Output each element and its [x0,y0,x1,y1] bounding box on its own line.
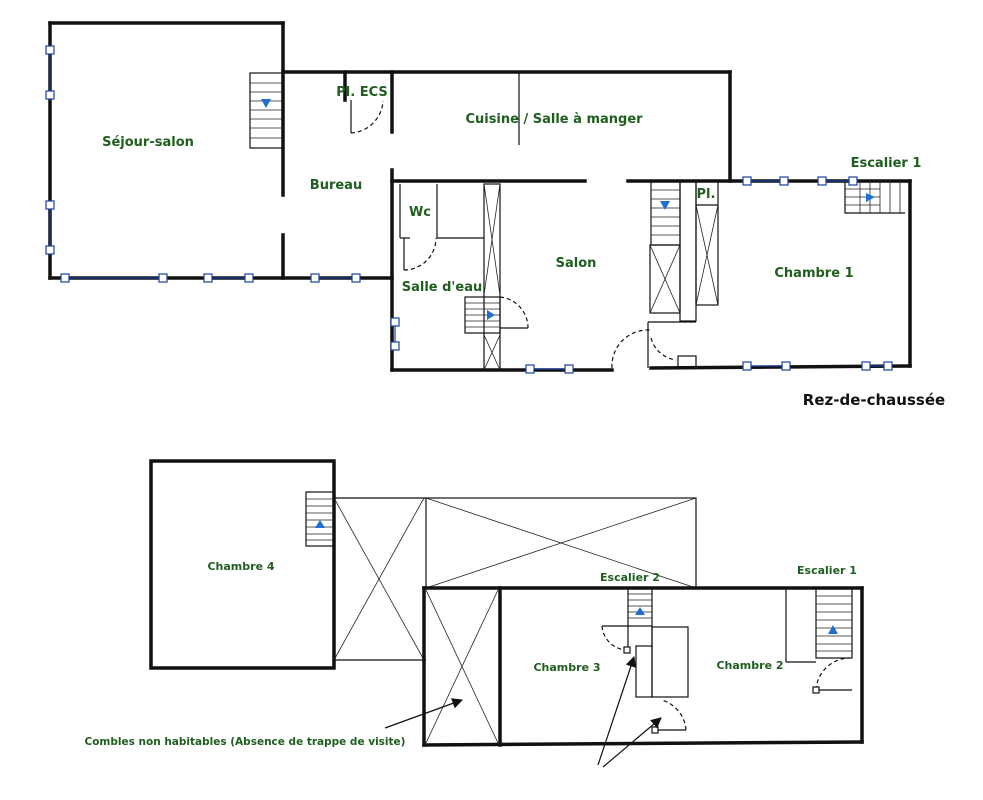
interior-partitions [399,180,719,371]
stair-salon [650,180,681,246]
windows-ground [45,45,893,374]
stair-salle-eau [464,296,501,334]
upper-walls [149,459,864,747]
stair-sejour [249,72,284,149]
room-label-bureau: Bureau [310,178,362,193]
room-label-salon: Salon [556,256,597,271]
ground-floor-plan: Séjour-salon Pl. ECS Cuisine / Salle à m… [45,21,945,409]
stair-escalier2-upper [627,587,653,627]
room-label-cuisine: Cuisine / Salle à manger [465,112,643,127]
room-label-escalier1-ground: Escalier 1 [851,156,922,171]
room-label-chambre3: Chambre 3 [533,661,600,674]
room-label-chambre2: Chambre 2 [716,659,783,672]
doors-upper [601,625,852,734]
doors-ground [350,100,677,369]
room-label-chambre4: Chambre 4 [207,560,274,573]
floor-title-ground: Rez-de-chaussée [803,391,945,409]
stair-chambre4 [305,491,335,547]
stair-escalier1-upper [815,587,853,659]
sejour-walls [48,21,394,280]
stair-escalier1-ground [844,181,905,214]
room-label-salle-eau: Salle d'eau [402,280,483,295]
annotation-arrows [384,655,662,768]
upper-floor-plan: Chambre 4 Escalier 2 Escalier 1 Chambre … [85,459,864,768]
room-label-pl-ecs: Pl. ECS [336,85,387,100]
room-label-escalier2: Escalier 2 [600,571,660,584]
room-label-pl: Pl. [697,187,716,202]
room-label-chambre1: Chambre 1 [774,266,853,281]
room-label-escalier1-upper: Escalier 1 [797,564,857,577]
room-label-wc: Wc [409,205,431,220]
room-label-sejour: Séjour-salon [102,135,194,150]
room-label-combles: Combles non habitables (Absence de trapp… [85,736,406,748]
